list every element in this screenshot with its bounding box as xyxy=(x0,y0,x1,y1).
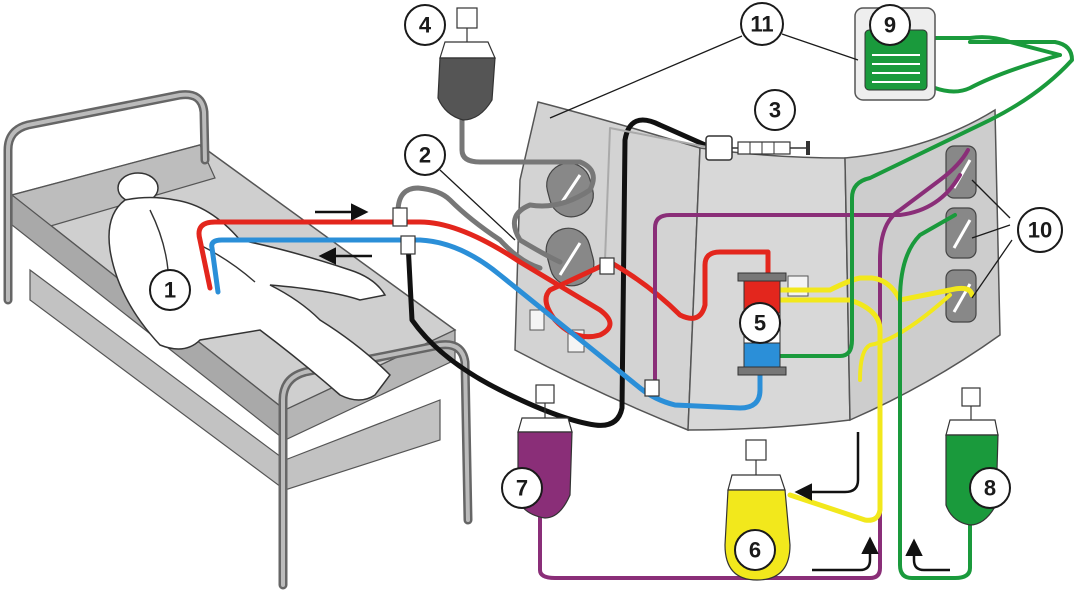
svg-text:10: 10 xyxy=(1028,218,1052,243)
label-3: 3 xyxy=(754,89,796,131)
replacement-flow-arrow xyxy=(905,538,950,572)
svg-text:8: 8 xyxy=(984,476,996,501)
dialysate-line xyxy=(538,148,970,580)
syringe-pump xyxy=(705,135,810,161)
label-7: 7 xyxy=(501,467,543,509)
label-1: 1 xyxy=(149,269,191,311)
dialysate-flow-arrow xyxy=(812,536,879,572)
label-4: 4 xyxy=(404,4,446,46)
pressure-line xyxy=(459,115,596,265)
effluent-flow-arrow xyxy=(794,432,860,501)
svg-text:11: 11 xyxy=(750,12,773,37)
label-5: 5 xyxy=(739,302,781,344)
svg-text:6: 6 xyxy=(749,538,761,563)
anticoagulant-line xyxy=(405,117,715,428)
svg-text:1: 1 xyxy=(164,278,176,303)
label-8: 8 xyxy=(969,467,1011,509)
pressure-sensor-2 xyxy=(945,207,977,259)
pressure-bag xyxy=(437,7,496,121)
bed xyxy=(3,90,473,590)
replacement-line xyxy=(771,40,1074,358)
replacement-bag-top xyxy=(854,7,936,101)
svg-text:2: 2 xyxy=(419,143,431,168)
label-6: 6 xyxy=(734,529,776,571)
svg-text:5: 5 xyxy=(754,311,766,336)
pressure-sensor-3 xyxy=(945,269,977,323)
label-2: 2 xyxy=(404,134,446,176)
label-11: 11 xyxy=(740,2,784,46)
leader-lines xyxy=(439,33,1013,299)
effluent-line xyxy=(772,275,975,523)
flow-arrows xyxy=(315,203,950,572)
label-10: 10 xyxy=(1017,207,1063,253)
svg-text:3: 3 xyxy=(769,98,781,123)
pressure-pod-middle xyxy=(545,227,595,287)
svg-text:7: 7 xyxy=(516,476,528,501)
label-9: 9 xyxy=(869,4,911,46)
machine-right-panel xyxy=(844,108,1001,422)
svg-text:4: 4 xyxy=(419,13,432,38)
venous-line xyxy=(209,237,763,411)
svg-text:9: 9 xyxy=(884,13,896,38)
